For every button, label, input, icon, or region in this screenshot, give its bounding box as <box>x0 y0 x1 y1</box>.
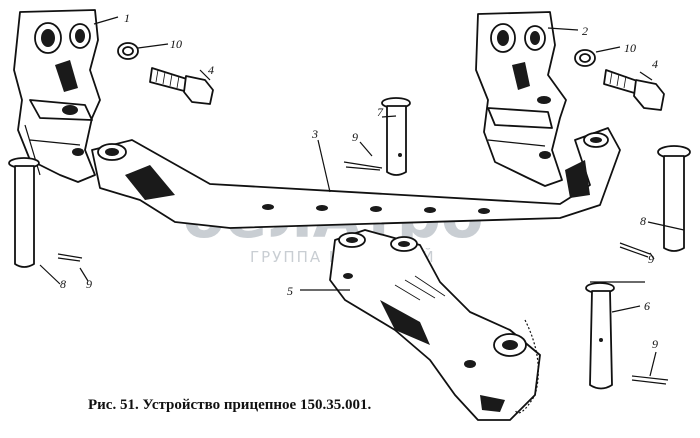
callout-beam-pin-left: 8 <box>60 277 66 291</box>
hitch-arm <box>329 229 541 421</box>
callout-washer-left: 10 <box>170 37 182 51</box>
callout-bolt-right: 4 <box>652 57 658 71</box>
callout-cotter-pin-bottom: 9 <box>652 337 658 351</box>
callout-pin: 7 <box>377 105 383 119</box>
drawbar-beam <box>91 127 621 229</box>
washer <box>117 42 596 67</box>
callout-beam-pin-right: 8 <box>640 214 646 228</box>
bolt <box>149 67 665 111</box>
callout-bolt-left: 4 <box>208 63 214 77</box>
callout-cotter-pin-center: 9 <box>352 130 358 144</box>
callout-washer-right: 10 <box>624 41 636 55</box>
leader-lines <box>39 16 685 377</box>
callout-bracket-left: 1 <box>124 11 130 25</box>
callout-cotter-pin-left: 9 <box>86 277 92 291</box>
callout-drawbar-beam: 3 <box>312 127 318 141</box>
bracket-left <box>13 9 101 183</box>
callout-bracket-right: 2 <box>582 24 588 38</box>
hitch-pin <box>585 281 645 390</box>
callout-hitch-arm: 5 <box>287 284 293 298</box>
pin <box>381 97 411 176</box>
callout-hitch-pin: 6 <box>644 299 650 313</box>
figure-caption: Рис. 51. Устройство прицепное 150.35.001… <box>88 397 372 413</box>
cotter-pin <box>57 161 669 385</box>
callout-cotter-pin-right: 9 <box>648 252 654 266</box>
bracket-right <box>475 11 567 187</box>
